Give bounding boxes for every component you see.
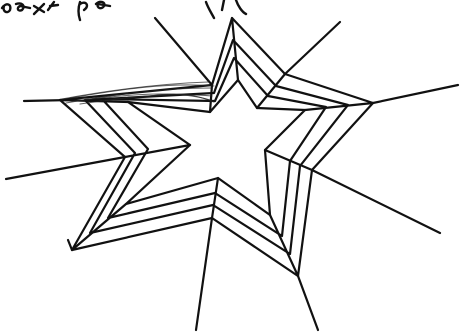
radial-line-bottom-center bbox=[196, 218, 212, 330]
radial-line-top-left bbox=[155, 18, 212, 85]
star-outline-outer bbox=[60, 18, 373, 276]
radial-line-lower-right bbox=[312, 170, 440, 233]
radial-line-right bbox=[373, 85, 458, 103]
bevel-lines bbox=[60, 18, 373, 276]
radial-line-bottom-right bbox=[298, 276, 318, 330]
handwritten-scribble bbox=[2, 0, 246, 20]
radial-line-bottom-left-short bbox=[68, 240, 72, 250]
radial-line-top-right bbox=[285, 22, 340, 74]
radial-line-left bbox=[6, 157, 125, 179]
